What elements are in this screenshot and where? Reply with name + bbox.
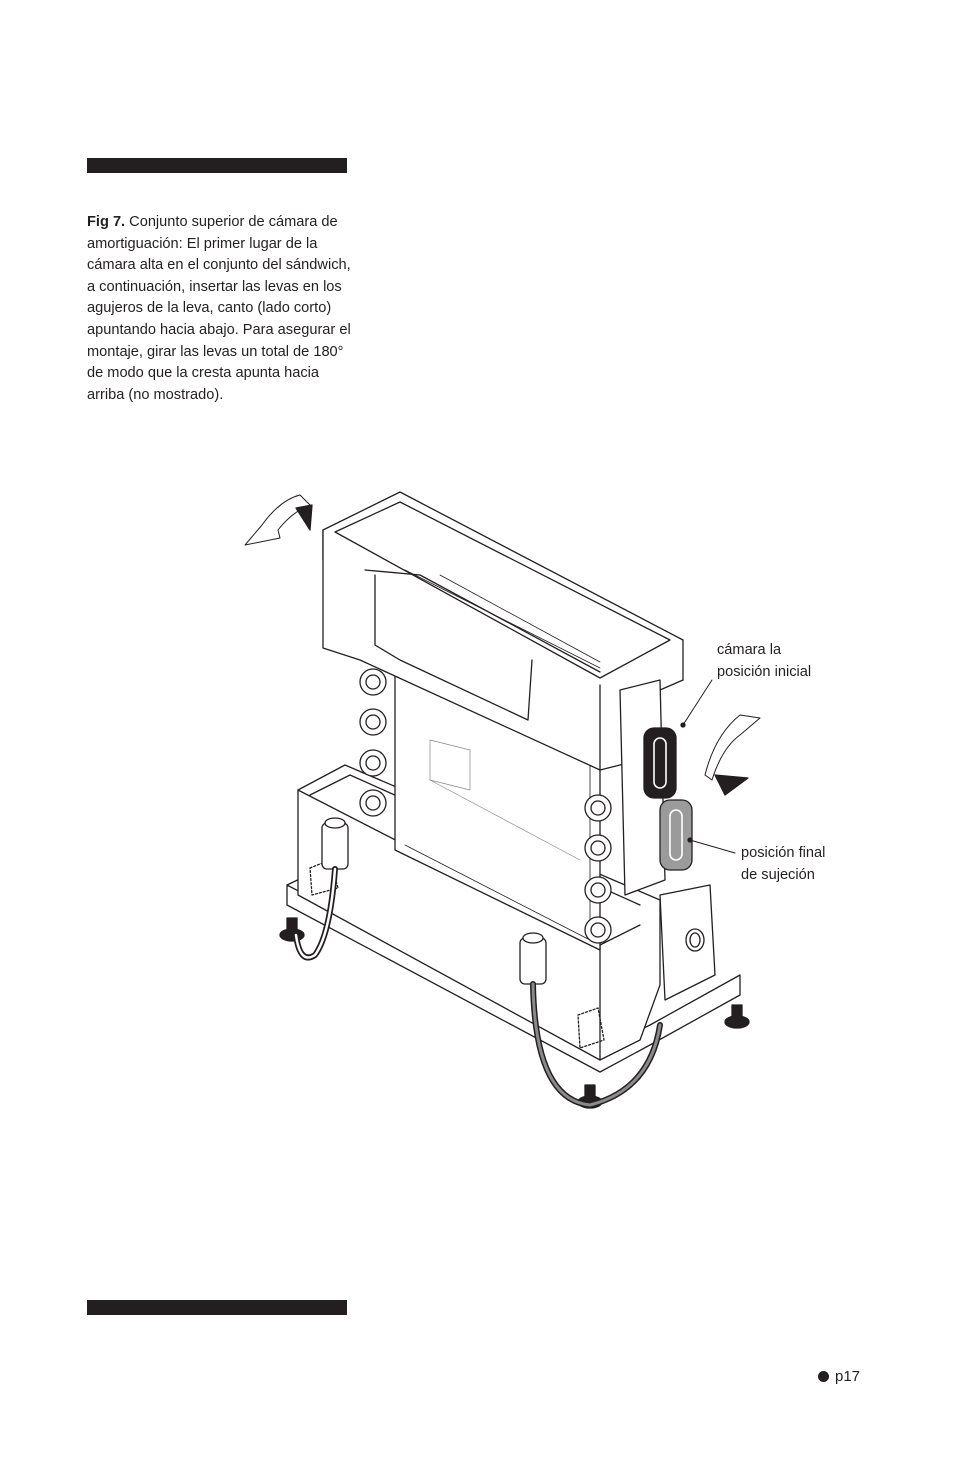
cam-initial-position bbox=[643, 727, 677, 799]
page-number: p17 bbox=[818, 1366, 860, 1388]
rotation-arrow-right-icon bbox=[704, 714, 761, 796]
clamp-knobs-left bbox=[359, 668, 387, 817]
figure-caption: Fig 7. Conjunto superior de cámara de am… bbox=[87, 212, 352, 406]
label-final-position: posición final de sujeción bbox=[741, 843, 871, 886]
leader-final bbox=[689, 839, 736, 854]
page-number-text: p17 bbox=[835, 1368, 861, 1385]
label-final-line2: de sujeción bbox=[741, 866, 815, 883]
bottom-rule bbox=[87, 1300, 347, 1315]
label-initial-line2: posición inicial bbox=[717, 663, 812, 680]
label-initial-line1: cámara la bbox=[717, 642, 782, 658]
label-initial-position: cámara la posición inicial bbox=[717, 640, 857, 683]
electrode-post-left bbox=[321, 822, 349, 870]
electrode-post-right bbox=[519, 937, 547, 985]
foot-right bbox=[724, 1004, 750, 1029]
leader-initial bbox=[682, 679, 713, 726]
clamp-knobs-right bbox=[584, 794, 612, 944]
figure-caption-label: Fig 7. bbox=[87, 214, 126, 230]
top-rule bbox=[87, 158, 347, 173]
cam-final-position bbox=[659, 799, 693, 871]
bullet-dot-icon bbox=[818, 1371, 829, 1382]
support-column bbox=[659, 884, 716, 1001]
apparatus-illustration bbox=[244, 491, 761, 1109]
label-final-line1: posición final bbox=[741, 845, 826, 861]
foot-left-front bbox=[279, 917, 305, 942]
rotation-arrow-left-icon bbox=[244, 494, 313, 546]
figure-caption-text: Conjunto superior de cámara de amortigua… bbox=[87, 214, 351, 403]
